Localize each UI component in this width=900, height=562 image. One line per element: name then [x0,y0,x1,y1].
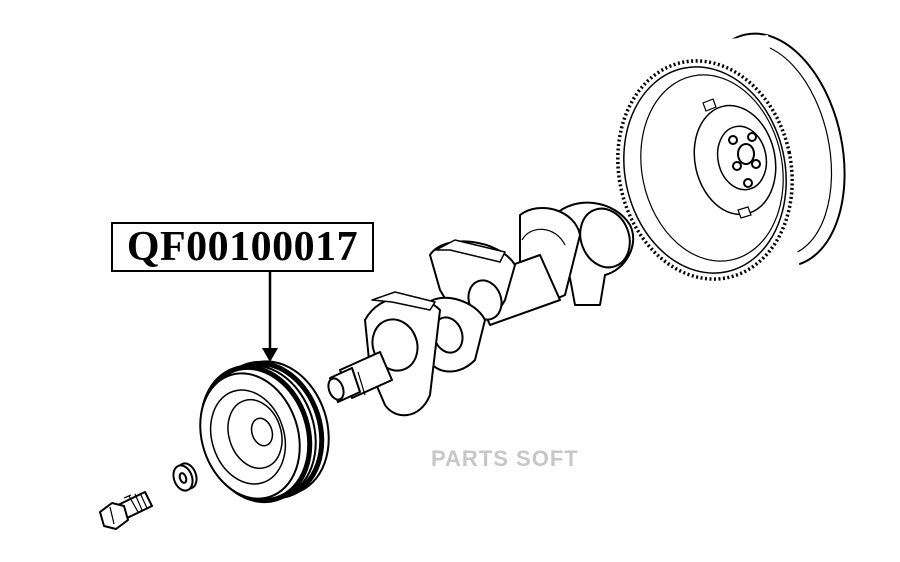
flywheel-icon [616,32,846,281]
bolt-icon [99,491,153,530]
crankshaft-pulley-icon [199,360,330,504]
washer-icon [172,462,198,492]
part-number-label: QF00100017 [111,222,374,272]
leader-arrow [262,272,278,362]
crankshaft-icon [327,201,635,417]
watermark-text: PARTS SOFT [431,446,579,471]
